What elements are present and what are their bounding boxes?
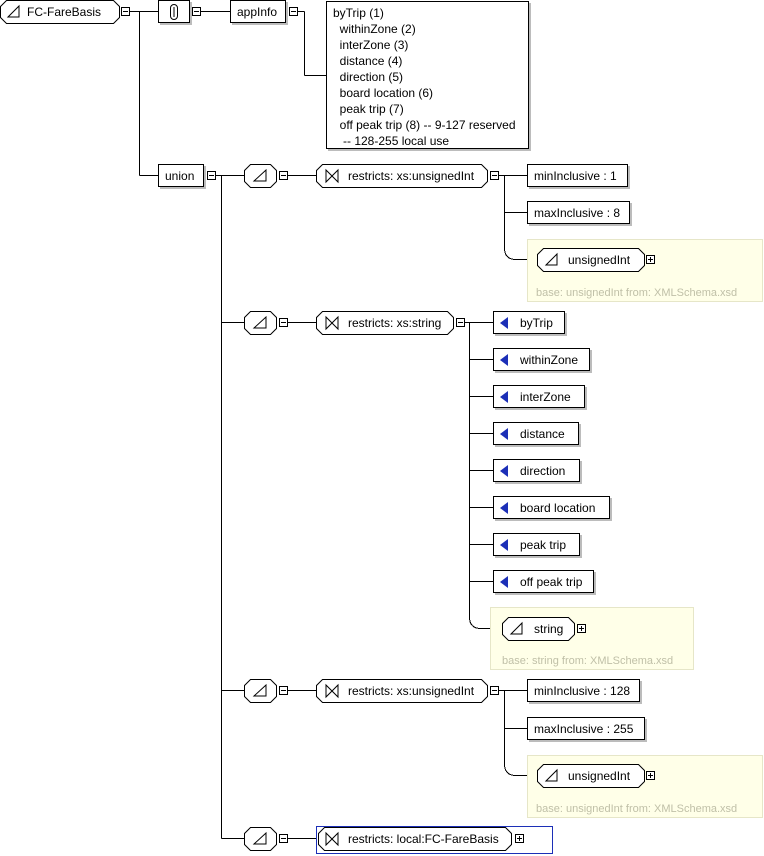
member-3-base-type-note: base: unsignedInt from: XMLSchema.xsd — [536, 803, 738, 815]
union-box[interactable]: union — [158, 164, 204, 187]
max-inclusive-facet[interactable]: maxInclusive : 255 — [527, 717, 645, 740]
member-3-base-type-expand-toggle[interactable] — [646, 771, 655, 780]
member-1-base-type-shape[interactable] — [537, 248, 645, 272]
doc-line: distance (4) — [333, 54, 403, 68]
member-1-simple-type-icon[interactable] — [244, 164, 277, 188]
member-3-restriction-toggle[interactable] — [490, 686, 499, 695]
root-simple-type-shape — [0, 0, 120, 24]
member-2-restriction-shape[interactable] — [316, 311, 454, 335]
enumeration-value: withinZone — [520, 352, 579, 367]
member-1-base-type-expand-toggle[interactable] — [646, 255, 655, 264]
enumeration-item[interactable]: off peak trip — [493, 570, 594, 593]
documentation-text: byTrip (1) withinZone (2) interZone (3) … — [326, 1, 529, 149]
enumeration-value: board location — [520, 500, 596, 515]
member-1-base-type-name: unsignedInt — [568, 253, 631, 267]
member-1-restriction-toggle[interactable] — [490, 171, 499, 180]
enumeration-value: distance — [520, 426, 565, 441]
member-2-base-type-name: string — [534, 622, 564, 636]
member-2-restriction-toggle[interactable] — [456, 318, 465, 327]
enumeration-value: direction — [520, 463, 566, 478]
enumeration-marker-icon — [500, 316, 508, 329]
enumeration-item[interactable]: direction — [493, 459, 580, 482]
enumeration-marker-icon — [500, 538, 508, 551]
enumeration-marker-icon — [500, 501, 508, 514]
doc-line: board location (6) — [333, 86, 434, 100]
annotation-icon-box[interactable] — [158, 0, 190, 23]
enumeration-item[interactable]: interZone — [493, 385, 585, 408]
min-inclusive-facet[interactable]: minInclusive : 128 — [527, 679, 640, 702]
doc-line: withinZone (2) — [333, 22, 416, 36]
enumeration-value: byTrip — [520, 315, 553, 330]
appinfo-box[interactable]: appInfo — [230, 0, 286, 23]
enumeration-marker-icon — [500, 464, 508, 477]
member-3-restriction-shape[interactable] — [316, 679, 488, 703]
enumeration-marker-icon — [500, 390, 508, 403]
member-3-base-type-shape[interactable] — [537, 764, 645, 788]
member-3-base-type-name: unsignedInt — [568, 769, 631, 783]
annotation-collapse-toggle[interactable] — [192, 7, 201, 16]
enumeration-item[interactable]: peak trip — [493, 533, 580, 556]
annotation-icon — [170, 3, 178, 20]
enumeration-value: peak trip — [520, 537, 567, 552]
member-3-collapse-toggle[interactable] — [279, 686, 288, 695]
union-collapse-toggle[interactable] — [207, 171, 216, 180]
member-2-base-type-note: base: string from: XMLSchema.xsd — [502, 655, 674, 667]
member-3-simple-type-icon[interactable] — [244, 679, 277, 703]
enumeration-marker-icon — [500, 575, 508, 588]
max-inclusive-facet[interactable]: maxInclusive : 8 — [527, 201, 630, 224]
member-2-restriction-label: restricts: xs:string — [348, 316, 442, 330]
member-2-collapse-toggle[interactable] — [279, 318, 288, 327]
enumeration-value: interZone — [520, 389, 571, 404]
enumeration-marker-icon — [500, 427, 508, 440]
member-1-collapse-toggle[interactable] — [279, 171, 288, 180]
member-4-selection-frame — [316, 826, 553, 854]
member-1-restriction-shape[interactable] — [316, 164, 488, 188]
member-2-base-type-shape[interactable] — [502, 617, 575, 641]
appinfo-collapse-toggle[interactable] — [289, 7, 298, 16]
doc-line: interZone (3) — [333, 38, 409, 52]
member-1-restriction-label: restricts: xs:unsignedInt — [348, 169, 475, 183]
member-3-restriction-label: restricts: xs:unsignedInt — [348, 684, 475, 698]
member-4-simple-type-icon[interactable] — [244, 827, 277, 851]
root-type-name: FC-FareBasis — [27, 5, 102, 19]
member-4-collapse-toggle[interactable] — [279, 834, 288, 843]
enumeration-item[interactable]: board location — [493, 496, 610, 519]
member-4-restriction-shape[interactable] — [318, 827, 512, 851]
doc-line: direction (5) — [333, 70, 404, 84]
min-inclusive-facet[interactable]: minInclusive : 1 — [527, 164, 628, 187]
member-2-simple-type-icon[interactable] — [244, 311, 277, 335]
enumeration-value: off peak trip — [520, 574, 583, 589]
doc-line: peak trip (7) — [333, 102, 404, 116]
enumeration-item[interactable]: withinZone — [493, 348, 590, 371]
member-4-restriction-expand-toggle[interactable] — [515, 834, 524, 843]
doc-line: byTrip (1) — [333, 6, 384, 20]
enumeration-marker-icon — [500, 353, 508, 366]
member-1-base-type-note: base: unsignedInt from: XMLSchema.xsd — [536, 287, 738, 299]
doc-line: off peak trip (8) -- 9-127 reserved — [333, 118, 516, 132]
enumeration-item[interactable]: distance — [493, 422, 579, 445]
root-collapse-toggle[interactable] — [121, 7, 130, 16]
doc-line: -- 128-255 local use — [333, 134, 450, 148]
enumeration-item[interactable]: byTrip — [493, 311, 565, 334]
member-2-base-type-expand-toggle[interactable] — [577, 624, 586, 633]
member-4-restriction-label: restricts: local:FC-FareBasis — [348, 832, 499, 846]
